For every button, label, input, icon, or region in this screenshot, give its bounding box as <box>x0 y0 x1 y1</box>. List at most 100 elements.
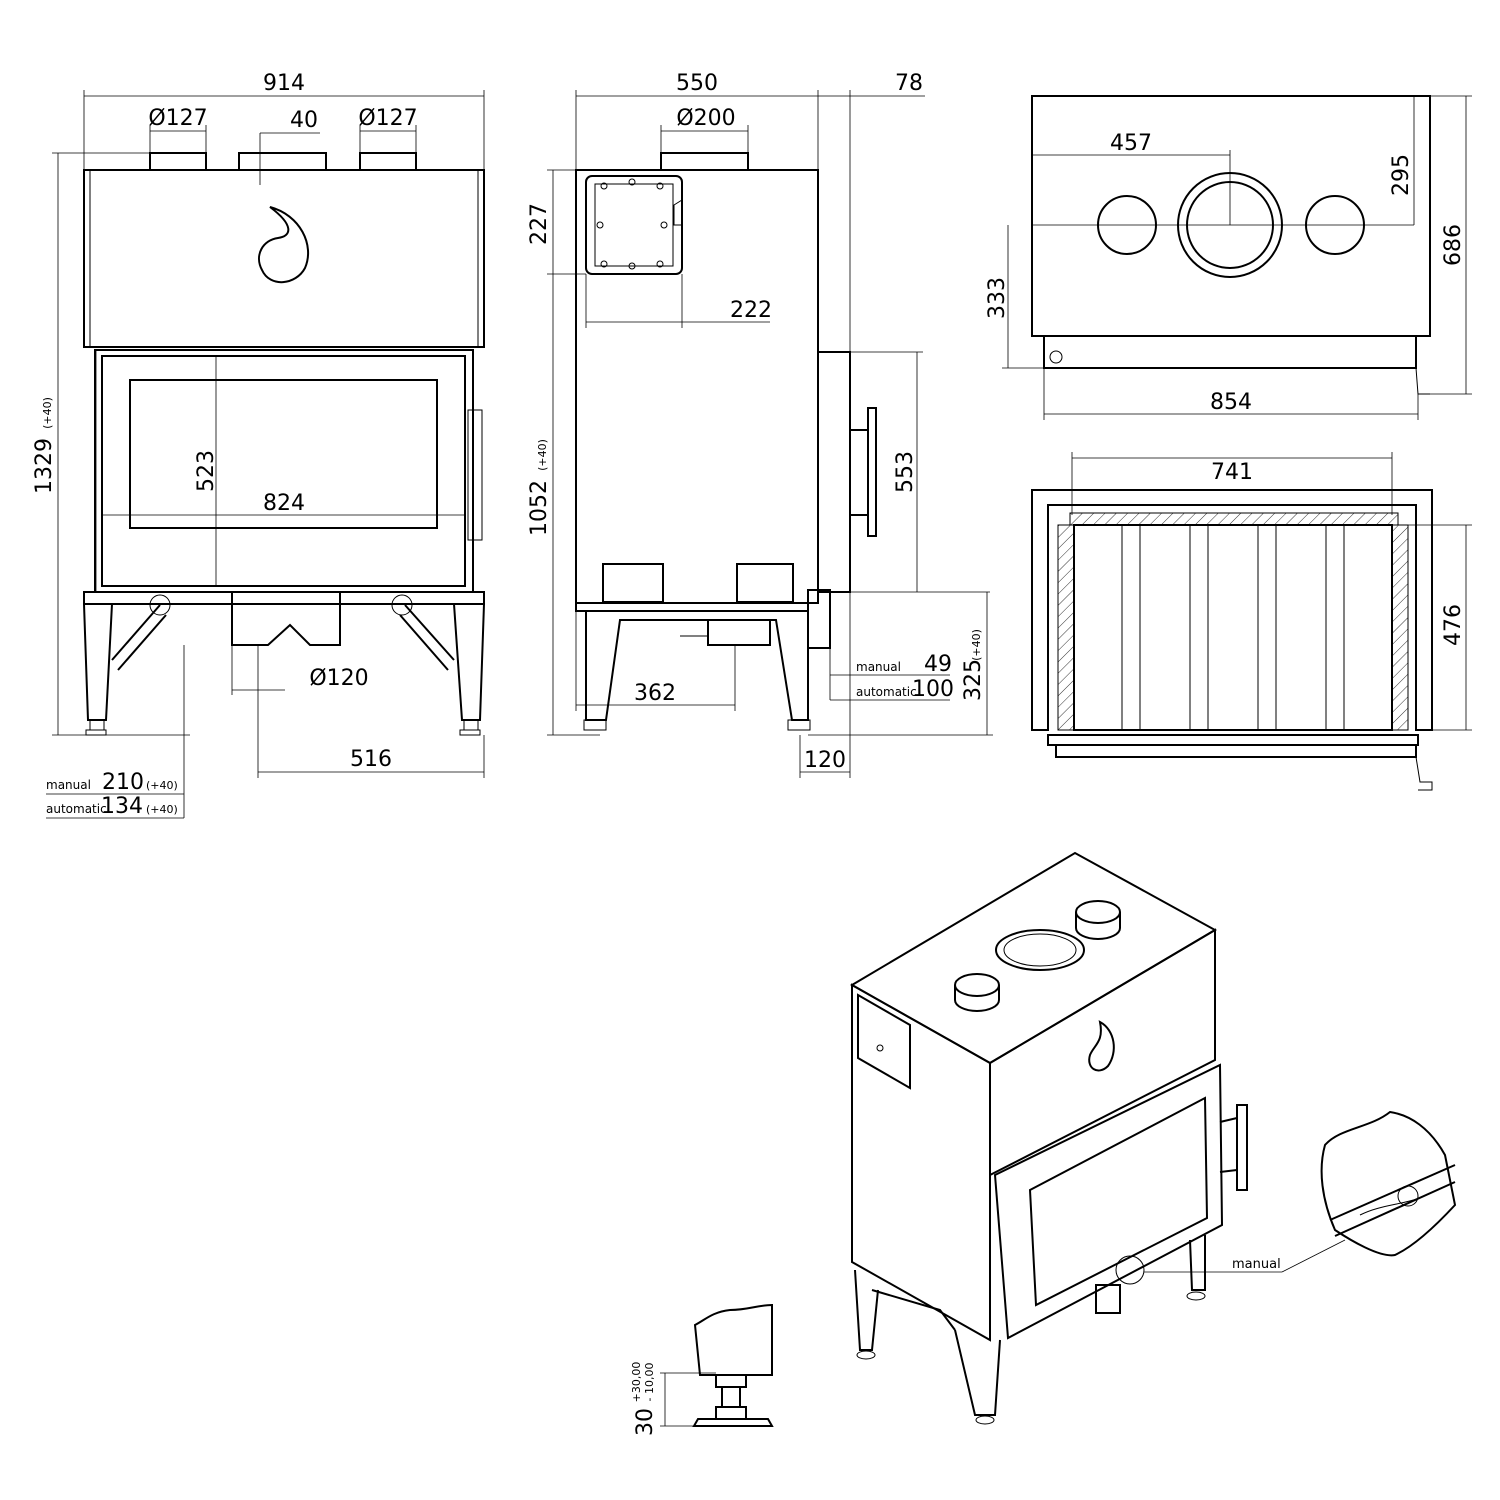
side-flue-dimension: Ø200 <box>660 106 749 155</box>
section-outer-casing <box>1031 489 1433 731</box>
side-handle <box>867 407 877 537</box>
iso-glass <box>1028 1096 1209 1307</box>
front-base-bar <box>83 591 485 605</box>
iso-leg-left <box>854 1269 879 1351</box>
side-foot-offset-dimension: 120 <box>799 592 851 778</box>
iso-detail-bubble <box>1320 1110 1457 1257</box>
front-glass-dimensions: 523 824 <box>102 356 465 586</box>
front-flue-dimensions: Ø127 Ø127 40 <box>148 106 418 185</box>
front-flue-right <box>359 152 417 171</box>
top-depth-dimension: 686 <box>1430 95 1472 395</box>
front-air-inlet <box>231 592 341 646</box>
side-flue-label: Ø200 <box>676 106 735 131</box>
iso-leg-front <box>954 1329 1001 1416</box>
front-door-frame <box>101 355 466 587</box>
side-protrusion-label: 78 <box>895 71 923 96</box>
front-flue-left-label: Ø127 <box>148 106 207 131</box>
side-depth-label: 550 <box>676 71 718 96</box>
section-width-label: 741 <box>1211 460 1253 485</box>
iso-flue-right <box>1075 900 1121 924</box>
section-left-wall <box>1057 524 1075 731</box>
top-center-offset-dimension: 457 <box>1032 131 1231 225</box>
iso-flame-logo-icon <box>1088 1020 1115 1072</box>
front-upper-casing <box>83 169 485 348</box>
front-automatic-value: 134 <box>101 794 143 819</box>
front-leg-left <box>82 603 114 721</box>
side-door <box>817 351 851 593</box>
side-depth-dimension: 550 78 <box>575 71 925 352</box>
side-casing <box>575 169 819 604</box>
side-manual-label: manual <box>856 660 901 674</box>
front-brace-right <box>399 604 455 671</box>
foot-detail-tol-minus: - 10,00 <box>643 1363 656 1402</box>
front-width-label: 914 <box>263 71 305 96</box>
top-width-label: 854 <box>1210 390 1252 415</box>
side-base <box>575 602 809 612</box>
section-top-insulation <box>1069 512 1399 526</box>
foot-detail: 30 +30,00 - 10,00 <box>630 1303 774 1436</box>
side-foot-offset-label: 120 <box>804 748 846 773</box>
iso-view: manual <box>850 851 1457 1425</box>
air-inlet-label: Ø120 <box>309 666 368 691</box>
iso-leg-right <box>1189 1235 1206 1291</box>
section-height-dimension: 476 <box>1392 524 1472 731</box>
front-flue-right-label: Ø127 <box>358 106 417 131</box>
foot-detail-tol-plus: +30,00 <box>630 1362 643 1403</box>
front-manual-tol: (+40) <box>146 779 178 792</box>
section-firebox <box>1073 524 1393 731</box>
front-manual-value: 210 <box>102 770 144 795</box>
side-manual-automatic: manual 49 automatic 100 <box>829 648 954 702</box>
side-air-inlet <box>707 619 771 646</box>
top-front-edge <box>1043 335 1417 369</box>
section-base <box>1047 734 1419 746</box>
front-height-label: 1329 <box>32 438 57 494</box>
front-flue-center <box>238 152 327 171</box>
front-width-dimension: 914 <box>83 71 485 170</box>
iso-side-panel <box>857 993 911 1090</box>
side-handle-height-dimension: 553 <box>850 351 990 593</box>
side-panel-width-dimension: 222 <box>585 274 772 328</box>
top-side-flue-label: 333 <box>985 277 1010 319</box>
front-height-dimension: 1329 (+40) <box>32 152 190 736</box>
front-glass <box>129 379 438 529</box>
iso-door <box>993 1063 1224 1340</box>
iso-manual-label: manual <box>1232 1257 1281 1272</box>
front-height-tol: (+40) <box>41 397 54 429</box>
iso-air-box <box>1095 1284 1121 1314</box>
top-center-depth-label: 295 <box>1389 154 1414 196</box>
glass-height-label: 523 <box>194 450 219 492</box>
foot-detail-nut-upper <box>715 1374 747 1388</box>
front-automatic-tol: (+40) <box>146 803 178 816</box>
front-flue-left <box>149 152 207 171</box>
front-offset-label: 40 <box>290 108 318 133</box>
side-flue-collar <box>660 152 749 171</box>
iso-left-face <box>851 983 991 1342</box>
front-automatic-label: automatic <box>46 802 107 816</box>
front-leg-right <box>452 603 486 721</box>
foot-detail-pad <box>692 1418 774 1427</box>
iso-manual-callout-circle <box>1115 1255 1145 1285</box>
front-manual-automatic: manual 210 (+40) automatic 134 (+40) <box>46 645 185 819</box>
air-inlet-offset-dimension: 516 <box>257 645 485 778</box>
iso-top-face <box>850 851 1218 1065</box>
side-bottom-height-tol: (+40) <box>970 629 983 661</box>
side-height-tol: (+40) <box>536 439 549 471</box>
side-automatic-value: 100 <box>912 677 954 702</box>
side-leg-offset-label: 362 <box>634 681 676 706</box>
side-view: 550 78 Ø200 227 <box>527 71 993 778</box>
side-handle-height-label: 553 <box>893 451 918 493</box>
side-automatic-label: automatic <box>856 685 917 699</box>
iso-flue-center <box>995 929 1085 971</box>
top-view: 457 295 686 333 854 <box>985 95 1472 420</box>
side-height-dimension: 1052 (+40) <box>527 274 600 736</box>
side-panel-height-label: 227 <box>527 203 552 245</box>
side-bottom-height-dimension: 325 (+40) <box>808 592 993 736</box>
side-manual-value: 49 <box>924 652 952 677</box>
top-depth-label: 686 <box>1441 224 1466 266</box>
side-air-box-left <box>602 563 664 603</box>
section-view: 741 476 <box>1031 452 1472 791</box>
side-bottom-height-label: 325 <box>961 659 986 701</box>
top-casing <box>1031 95 1431 337</box>
top-side-flue-dimension: 333 <box>985 225 1056 369</box>
